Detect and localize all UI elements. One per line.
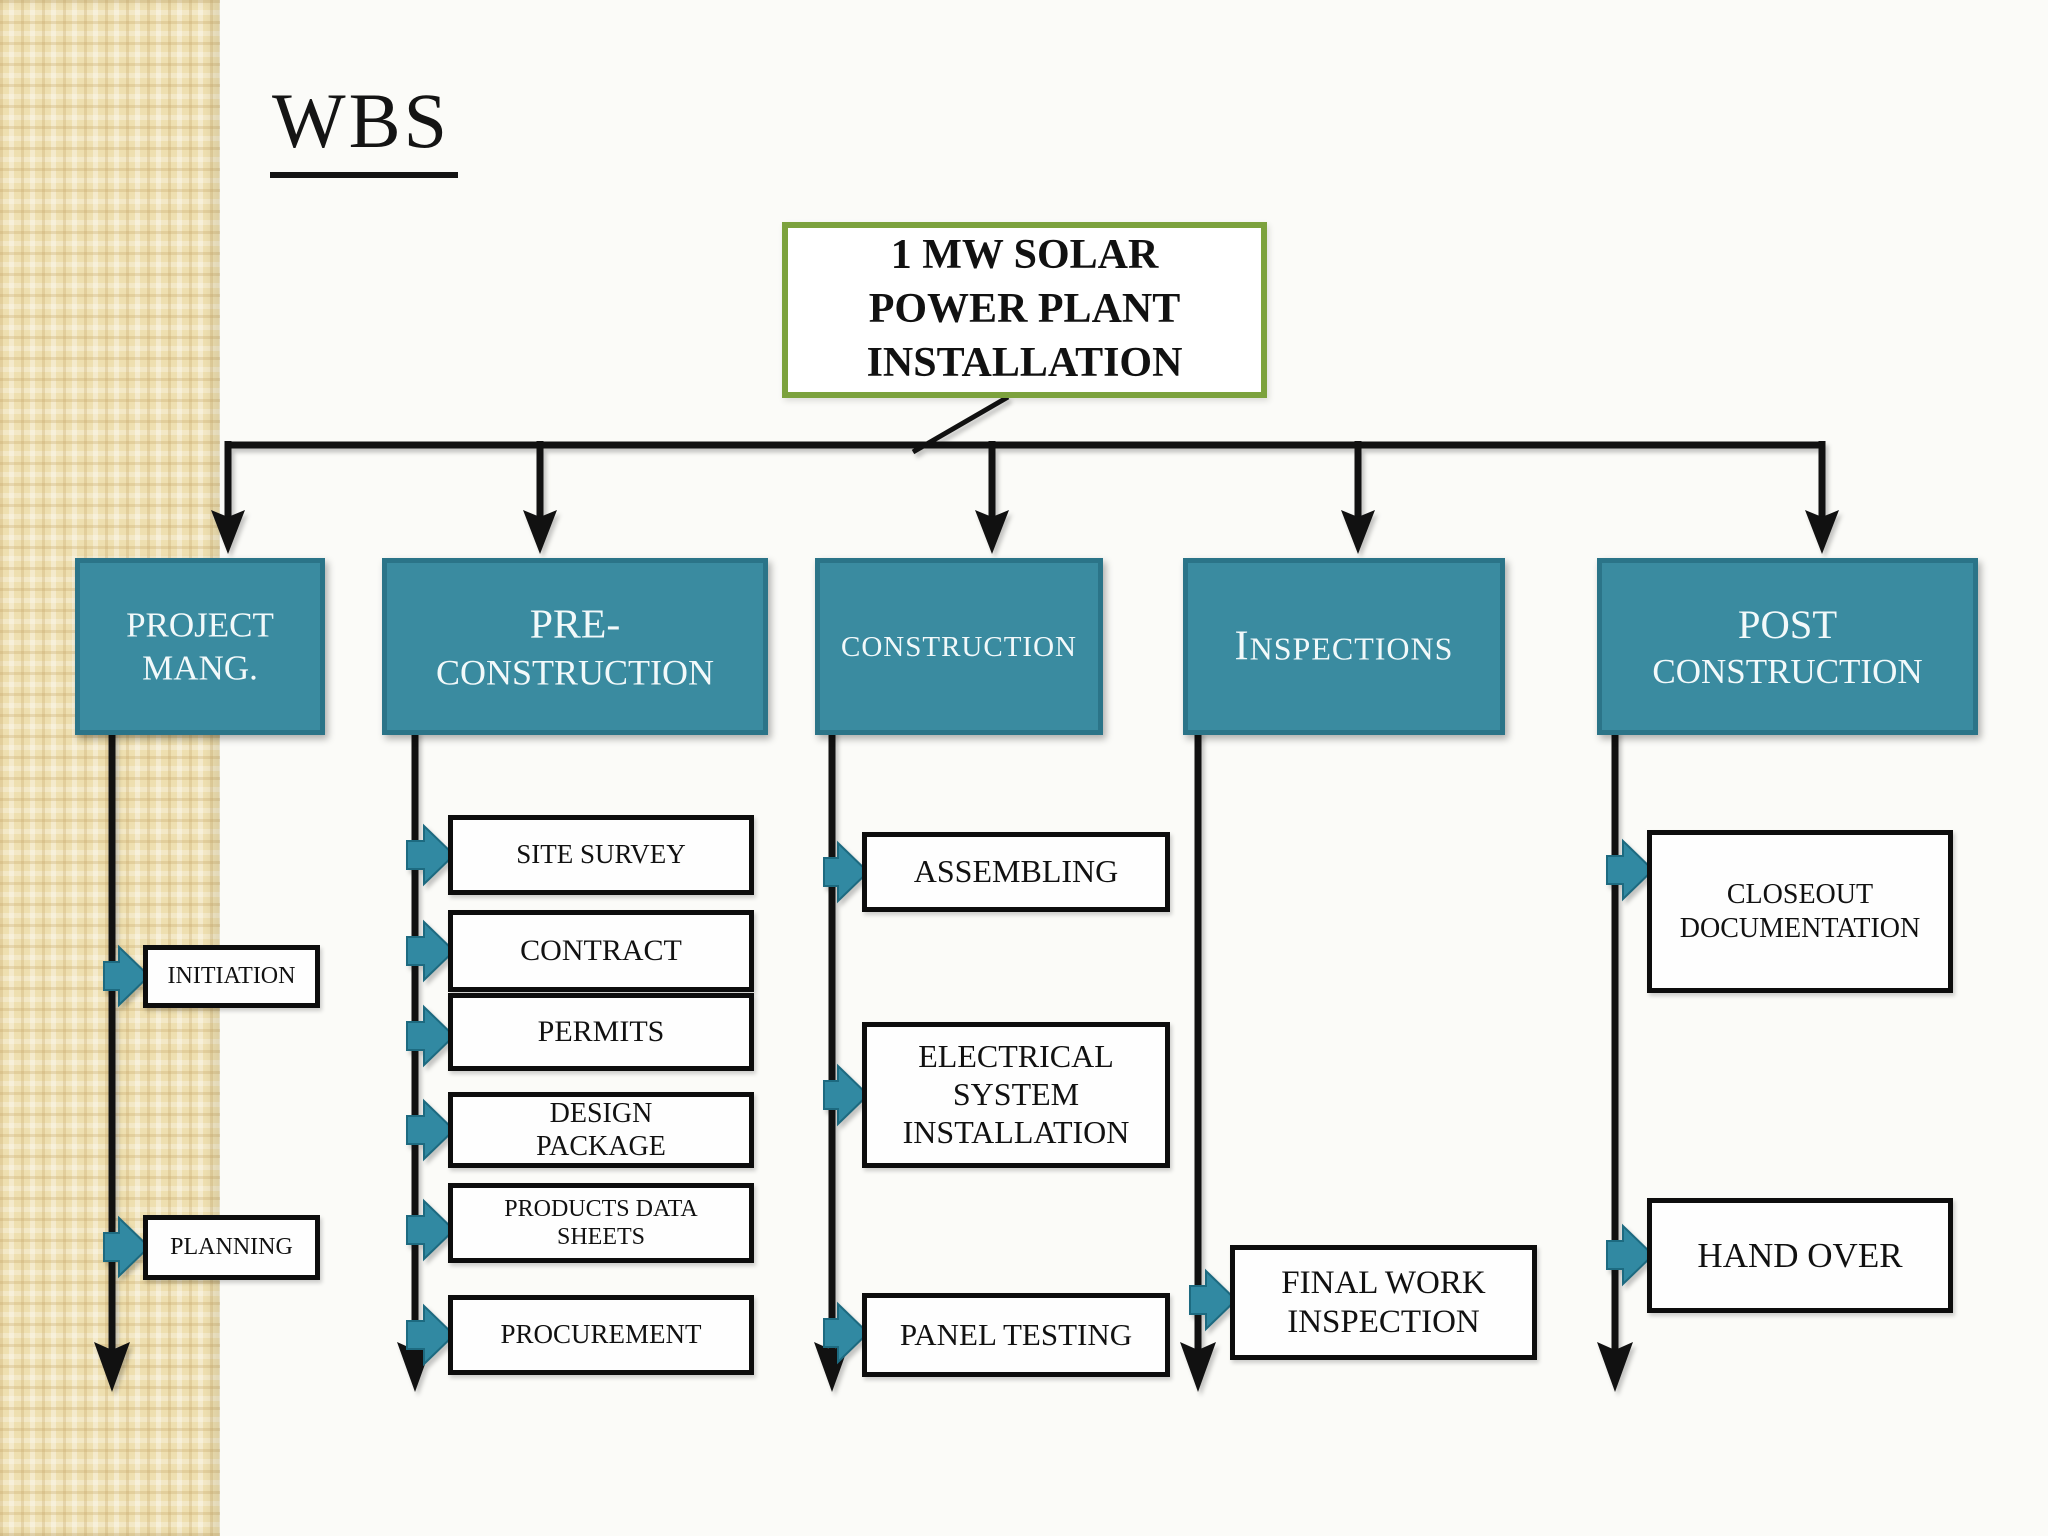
right-arrow-icon	[823, 1301, 870, 1365]
column-header-label: PROJECT MANG.	[126, 604, 274, 688]
node-label: CLOSEOUT DOCUMENTATION	[1679, 879, 1921, 944]
column-header-inspections: INSPECTIONS	[1183, 558, 1505, 735]
node-label: PRODUCTS DATA SHEETS	[504, 1195, 698, 1250]
node-label: PANEL TESTING	[899, 1316, 1133, 1352]
node-site-survey: SITE SURVEY	[448, 815, 754, 895]
down-arrow-icon	[94, 1342, 130, 1392]
column-header-pre-construction: PRE-CONSTRUCTION	[382, 558, 768, 735]
item-link-arrows	[103, 823, 1655, 1367]
column-header-label: POST CONSTRUCTION	[1652, 601, 1923, 691]
right-arrow-icon	[103, 944, 151, 1008]
node-assembling: ASSEMBLING	[862, 832, 1170, 912]
node-label: PLANNING	[170, 1234, 293, 1261]
right-arrow-icon	[1606, 1223, 1655, 1287]
node-label: CONTRACT	[520, 934, 682, 968]
right-arrow-icon	[406, 1198, 456, 1262]
node-planning: PLANNING	[143, 1215, 320, 1280]
node-contract: CONTRACT	[448, 910, 754, 992]
right-arrow-icon	[823, 840, 870, 904]
column-header-label: PRE-CONSTRUCTION	[435, 600, 714, 693]
node-label: PROCUREMENT	[500, 1319, 702, 1350]
down-arrow-icon	[975, 510, 1009, 554]
right-arrow-icon	[103, 1215, 151, 1279]
right-arrow-icon	[1189, 1268, 1238, 1332]
column-header-project-mang: PROJECT MANG.	[75, 558, 325, 735]
right-arrow-icon	[406, 1303, 456, 1367]
node-hand-over: HAND OVER	[1647, 1198, 1953, 1313]
right-arrow-icon	[406, 1004, 456, 1068]
node-procurement: PROCUREMENT	[448, 1295, 754, 1375]
down-arrowheads	[94, 510, 1839, 1392]
node-design-package: DESIGN PACKAGE	[448, 1092, 754, 1168]
column-header-label: CONSTRUCTION	[841, 630, 1077, 663]
node-label: INITIATION	[167, 963, 296, 990]
node-permits: PERMITS	[448, 993, 754, 1071]
node-label: ASSEMBLING	[913, 853, 1119, 890]
column-header-label: INSPECTIONS	[1234, 622, 1454, 670]
node-final-work-inspection: FINAL WORK INSPECTION	[1230, 1245, 1537, 1360]
root-node: 1 MW SOLAR POWER PLANT INSTALLATION	[782, 222, 1267, 398]
page-title: WBS	[270, 80, 459, 178]
tree-connector-lines	[108, 394, 1826, 1352]
column-header-construction: CONSTRUCTION	[815, 558, 1103, 735]
down-arrow-icon	[211, 510, 245, 554]
root-node-label: 1 MW SOLAR POWER PLANT INSTALLATION	[866, 232, 1183, 386]
right-arrow-icon	[406, 1098, 456, 1162]
down-arrow-icon	[1180, 1342, 1216, 1392]
node-products-data-sheets: PRODUCTS DATA SHEETS	[448, 1183, 754, 1263]
node-closeout-documentation: CLOSEOUT DOCUMENTATION	[1647, 830, 1953, 993]
right-arrow-icon	[1606, 838, 1655, 902]
down-arrow-icon	[1597, 1342, 1633, 1392]
node-label: SITE SURVEY	[516, 839, 686, 870]
right-arrow-icon	[406, 919, 456, 983]
node-label: HAND OVER	[1697, 1235, 1903, 1275]
right-arrow-icon	[823, 1063, 870, 1127]
right-arrow-icon	[406, 823, 456, 887]
node-electrical-system-installation: ELECTRICAL SYSTEM INSTALLATION	[862, 1022, 1170, 1168]
node-panel-testing: PANEL TESTING	[862, 1293, 1170, 1377]
node-initiation: INITIATION	[143, 945, 320, 1008]
down-arrow-icon	[523, 510, 557, 554]
down-arrow-icon	[1341, 510, 1375, 554]
node-label: PERMITS	[537, 1015, 665, 1049]
column-header-post-construction: POST CONSTRUCTION	[1597, 558, 1978, 735]
node-label: FINAL WORK INSPECTION	[1281, 1264, 1486, 1340]
node-label: DESIGN PACKAGE	[536, 1097, 666, 1162]
node-label: ELECTRICAL SYSTEM INSTALLATION	[902, 1038, 1130, 1150]
down-arrow-icon	[1805, 510, 1839, 554]
